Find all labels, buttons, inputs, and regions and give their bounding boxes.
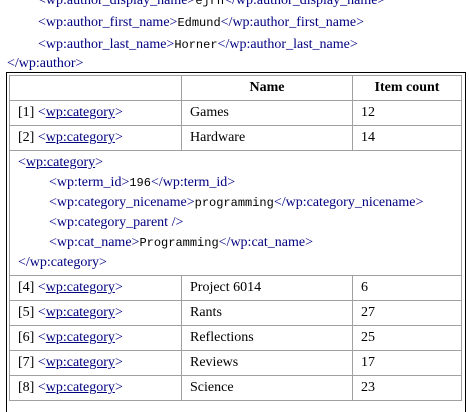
table-row: [1] <wp:category> Games 12 (9, 100, 462, 126)
xml-line-author-display-name: <wp:author_display_name>ejrh</wp:author_… (38, 0, 385, 9)
category-link[interactable]: wp:category (45, 330, 115, 345)
xml-open-tag: <wp:cat_name> (49, 235, 140, 250)
tag-bracket: < (37, 105, 46, 120)
category-name: Hardware (181, 125, 353, 151)
xml-line-author-close: </wp:author> (7, 56, 83, 72)
tag-bracket: < (37, 355, 46, 370)
category-name: Rants (181, 300, 353, 326)
category-table: Name Item count [1] <wp:category> Games … (9, 75, 462, 401)
row-index: [2] (18, 130, 35, 145)
category-link[interactable]: wp:category (45, 380, 115, 395)
xml-empty-tag: <wp:category_parent /> (49, 215, 184, 230)
xml-close-tag: </wp:author> (7, 56, 84, 71)
tag-bracket: > (95, 155, 104, 170)
row-label-cell: [7] <wp:category> (9, 350, 182, 376)
table-row: [2] <wp:category> Hardware 14 (9, 125, 462, 151)
table-row: [7] <wp:category> Reviews 17 (9, 350, 462, 376)
tag-bracket: > (114, 330, 123, 345)
xml-open-tag: <wp:author_display_name> (38, 0, 196, 8)
item-count: 17 (352, 350, 462, 376)
tag-bracket: < (37, 380, 46, 395)
row-label-cell: [1] <wp:category> (9, 100, 182, 126)
row-label-cell: [6] <wp:category> (9, 325, 182, 351)
category-link[interactable]: wp:category (45, 280, 115, 295)
detail-close-line: </wp:category> (18, 253, 453, 273)
xml-close-tag: </wp:author_first_name> (220, 15, 364, 30)
item-count: 25 (352, 325, 462, 351)
category-name: Project 6014 (181, 275, 353, 301)
item-count: 23 (352, 375, 462, 401)
category-name: Reflections (181, 325, 353, 351)
tag-bracket: > (114, 355, 123, 370)
row-index: [7] (18, 355, 35, 370)
category-link[interactable]: wp:category (45, 130, 115, 145)
row-label-cell: [8] <wp:category> (9, 375, 182, 401)
item-count: 27 (352, 300, 462, 326)
table-row: [8] <wp:category> Science 23 (9, 375, 462, 401)
detail-line-nicename: <wp:category_nicename>programming</wp:ca… (18, 193, 453, 213)
category-name: Reviews (181, 350, 353, 376)
item-count: 12 (352, 100, 462, 126)
tag-bracket: < (37, 330, 46, 345)
xml-value: ejrh (195, 0, 225, 8)
expanded-row: <wp:category> <wp:term_id>196</wp:term_i… (9, 150, 462, 276)
category-link[interactable]: wp:category (45, 305, 115, 320)
xml-open-tag: <wp:term_id> (49, 175, 130, 190)
column-header-index (9, 75, 182, 101)
xml-close-tag: </wp:author_last_name> (217, 37, 358, 52)
row-index: [5] (18, 305, 35, 320)
item-count: 14 (352, 125, 462, 151)
tag-bracket: > (114, 105, 123, 120)
detail-open-line: <wp:category> (18, 153, 453, 173)
tag-bracket: < (37, 280, 46, 295)
tag-bracket: > (114, 280, 123, 295)
tag-bracket: > (114, 305, 123, 320)
tag-bracket: < (37, 305, 46, 320)
detail-line-term-id: <wp:term_id>196</wp:term_id> (18, 173, 453, 193)
xml-open-tag: <wp:author_last_name> (38, 37, 175, 52)
table-row: [6] <wp:category> Reflections 25 (9, 325, 462, 351)
xml-close-tag: </wp:term_id> (150, 175, 236, 190)
xml-close-tag: </wp:category> (18, 255, 107, 270)
category-link[interactable]: wp:category (45, 355, 115, 370)
row-label-cell: [2] <wp:category> (9, 125, 182, 151)
tag-bracket: > (114, 130, 123, 145)
xml-close-tag: </wp:cat_name> (218, 235, 313, 250)
detail-line-parent: <wp:category_parent /> (18, 213, 453, 233)
expanded-category-detail: <wp:category> <wp:term_id>196</wp:term_i… (9, 150, 462, 276)
tag-bracket: > (114, 380, 123, 395)
table-row: [5] <wp:category> Rants 27 (9, 300, 462, 326)
row-index: [4] (18, 280, 35, 295)
xml-value: Edmund (177, 16, 221, 30)
xml-line-author-first-name: <wp:author_first_name>Edmund</wp:author_… (38, 15, 364, 31)
xml-close-tag: </wp:category_nicename> (273, 195, 424, 210)
xml-value: Horner (174, 38, 218, 52)
xml-value: programming (194, 196, 274, 210)
row-label-cell: [4] <wp:category> (9, 275, 182, 301)
category-link[interactable]: wp:category (25, 155, 96, 170)
item-count: 6 (352, 275, 462, 301)
column-header-item-count: Item count (352, 75, 462, 101)
xml-line-author-last-name: <wp:author_last_name>Horner</wp:author_l… (38, 37, 358, 53)
row-index: [8] (18, 380, 35, 395)
category-link[interactable]: wp:category (45, 105, 115, 120)
row-label-cell: [5] <wp:category> (9, 300, 182, 326)
category-name: Games (181, 100, 353, 126)
detail-line-cat-name: <wp:cat_name>Programming</wp:cat_name> (18, 233, 453, 253)
row-index: [1] (18, 105, 35, 120)
table-header-row: Name Item count (9, 75, 462, 101)
table-row: [4] <wp:category> Project 6014 6 (9, 275, 462, 301)
column-header-name: Name (181, 75, 353, 101)
category-name: Science (181, 375, 353, 401)
xml-open-tag: <wp:author_first_name> (38, 15, 178, 30)
category-table-frame (6, 72, 466, 412)
xml-value: Programming (139, 236, 219, 250)
xml-value: 196 (129, 176, 151, 190)
tag-bracket: < (37, 130, 46, 145)
row-index: [6] (18, 330, 35, 345)
xml-close-tag: </wp:author_display_name> (224, 0, 386, 8)
xml-open-tag: <wp:category_nicename> (49, 195, 195, 210)
tag-bracket: < (18, 155, 26, 170)
